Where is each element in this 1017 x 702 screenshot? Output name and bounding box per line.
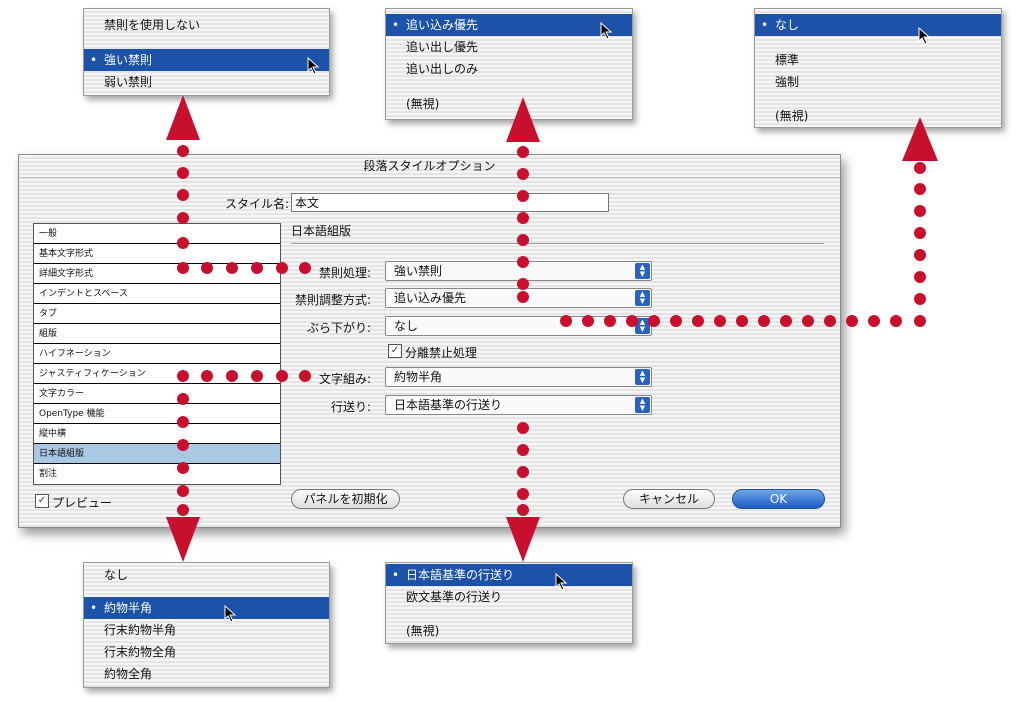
leading-label: 行送り: [330,400,371,414]
preview-checkbox[interactable]: ✓ [35,494,49,508]
menu-item-kinsoku-none[interactable]: 禁則を使用しない [104,18,201,32]
category-item[interactable]: インデントとスペース [34,284,280,304]
arrow-cursor-icon [224,605,237,623]
menu-item-yakumono-hankaku[interactable]: •約物半角 [84,597,329,619]
menu-item-oidashi-only[interactable]: 追い出しのみ [406,62,479,76]
menu-item-burasage-ignore[interactable]: (無視) [775,109,809,123]
category-item[interactable]: 一般 [34,224,280,244]
menu-item-gyomatsu-hankaku[interactable]: 行末約物半角 [104,623,177,637]
menu-item-oikomi-priority[interactable]: •追い込み優先 [386,14,632,36]
cancel-button[interactable]: キャンセル [623,489,715,509]
kinsoku-label: 禁則処理: [318,266,371,280]
leading-popup[interactable]: 日本語基準の行送り ▲▼ [385,395,652,415]
burasage-menu: •なし 標準 強制 (無視) [754,8,1002,128]
kinsoku-menu: 禁則を使用しない •強い禁則 弱い禁則 [83,8,330,96]
kinsoku-type-menu: •追い込み優先 追い出し優先 追い出しのみ (無視) [385,8,633,120]
popup-value: 日本語基準の行送り [394,398,503,412]
category-item[interactable]: 組版 [34,324,280,344]
menu-item-yakumono-zenkaku[interactable]: 約物全角 [104,667,153,681]
arrow-cursor-icon [600,22,613,40]
section-divider [291,243,824,245]
popup-arrows-icon: ▲▼ [635,318,650,334]
menu-item-japanese-leading[interactable]: •日本語基準の行送り [386,564,632,586]
paragraph-style-dialog: 段落スタイルオプション スタイル名: 本文 一般 基本文字形式 詳細文字形式 イ… [18,154,841,528]
dialog-title: 段落スタイルオプション [19,155,840,178]
menu-item-roman-leading[interactable]: 欧文基準の行送り [406,590,503,604]
category-item[interactable]: 文字カラー [34,384,280,404]
category-item[interactable]: ジャスティフィケーション [34,364,280,384]
menu-item-oidashi-priority[interactable]: 追い出し優先 [406,40,479,54]
category-item[interactable]: 縦中横 [34,424,280,444]
category-item[interactable]: 基本文字形式 [34,244,280,264]
menu-item-kinsoku-strong[interactable]: •強い禁則 [84,49,329,71]
mojikumi-label: 文字組み: [318,372,371,386]
category-item[interactable]: ハイフネーション [34,344,280,364]
menu-item-burasage-force[interactable]: 強制 [775,75,800,89]
bunri-label: 分離禁止処理 [405,346,478,360]
menu-item-leading-ignore[interactable]: (無視) [406,624,440,638]
mojikumi-popup[interactable]: 約物半角 ▲▼ [385,367,652,387]
category-item[interactable]: 割注 [39,469,58,479]
arrow-cursor-icon [555,573,568,591]
menu-item-label: 追い込み優先 [406,18,479,32]
popup-arrows-icon: ▲▼ [635,263,650,279]
arrow-cursor-icon [918,27,931,45]
section-title: 日本語組版 [291,224,352,238]
popup-value: なし [394,319,419,333]
ok-button[interactable]: OK [732,489,825,509]
menu-item-burasage-none[interactable]: •なし [755,14,1001,36]
style-name-label: スタイル名: [224,197,289,211]
mojikumi-menu: なし •約物半角 行末約物半角 行末約物全角 約物全角 [83,562,330,688]
category-item[interactable]: OpenType 機能 [34,404,280,424]
popup-value: 追い込み優先 [394,291,467,305]
menu-item-gyomatsu-zenkaku[interactable]: 行末約物全角 [104,645,177,659]
menu-item-ignore[interactable]: (無視) [406,97,440,111]
preview-label: プレビュー [52,496,113,510]
popup-arrows-icon: ▲▼ [635,290,650,306]
reset-panel-button[interactable]: パネルを初期化 [291,489,400,509]
menu-item-label: 日本語基準の行送り [406,568,515,582]
menu-item-mojikumi-none[interactable]: なし [104,568,129,582]
popup-value: 約物半角 [394,370,443,384]
menu-item-burasage-standard[interactable]: 標準 [775,53,800,67]
leading-menu: •日本語基準の行送り 欧文基準の行送り (無視) [385,562,633,644]
style-name-field[interactable]: 本文 [291,193,609,212]
category-item-selected[interactable]: 日本語組版 [34,444,280,464]
menu-item-label: なし [775,18,800,32]
kinsoku-type-label: 禁則調整方式: [294,293,371,307]
popup-arrows-icon: ▲▼ [635,369,650,385]
menu-item-label: 約物半角 [104,601,153,615]
popup-value: 強い禁則 [394,264,443,278]
burasage-label: ぶら下がり: [306,321,371,335]
category-item[interactable]: 詳細文字形式 [34,264,280,284]
popup-arrows-icon: ▲▼ [635,397,650,413]
arrow-cursor-icon [307,57,320,75]
menu-item-label: 強い禁則 [104,53,153,67]
menu-item-kinsoku-weak[interactable]: 弱い禁則 [104,75,153,89]
bunri-checkbox[interactable]: ✓ [388,344,402,358]
category-list[interactable]: 一般 基本文字形式 詳細文字形式 インデントとスペース タブ 組版 ハイフネーシ… [33,223,281,485]
category-item[interactable]: タブ [34,304,280,324]
